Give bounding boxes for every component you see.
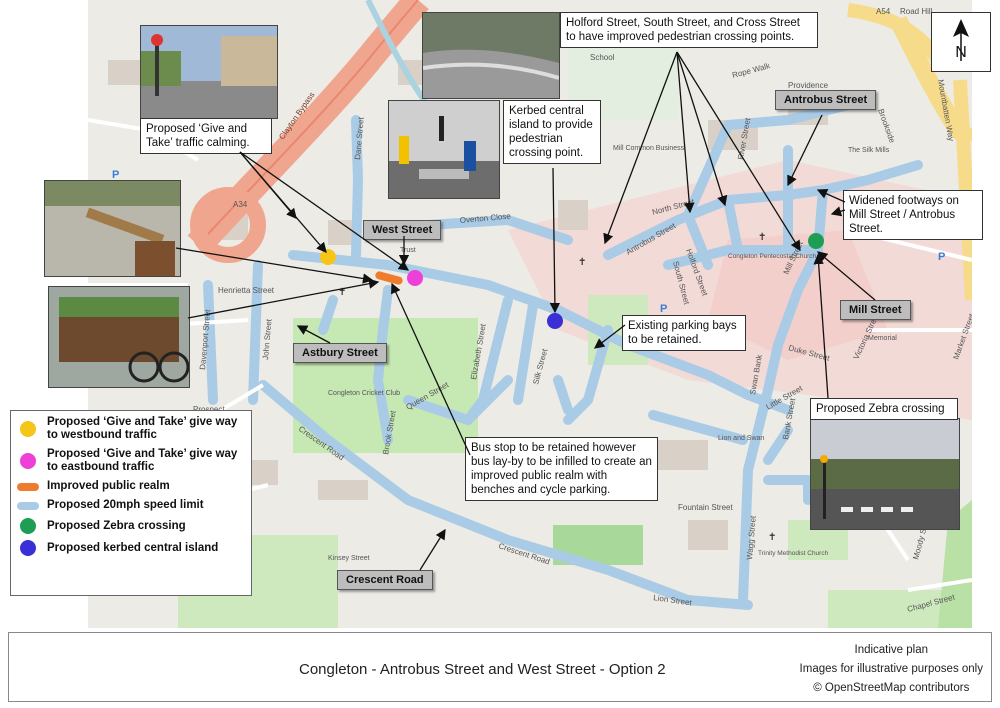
church-icon: ✝ [578,257,586,268]
legend-dot-icon [20,453,36,469]
photo-island-scene [389,101,499,198]
label-mill-street: Mill Street [840,300,911,320]
label-lion-swan: Lion and Swan [718,435,764,442]
label-a34: A34 [233,200,248,209]
callout-central-island-text: Kerbed central island to provide pedestr… [509,105,593,159]
legend-item: Improved public realm [17,480,245,493]
page-title: Congleton - Antrobus Street and West Str… [299,661,666,678]
label-mill-common: Mill Common Business [613,145,685,152]
photo-bench-scene [45,181,180,276]
zebra-crossing-marker [808,233,824,249]
legend-item: Proposed Zebra crossing [17,518,245,534]
label-john-street: John Street [261,318,274,360]
label-school: School [590,53,615,62]
legend-bar-icon [17,501,39,510]
photo-zebra-crossing [810,418,960,530]
legend-dot-icon [20,421,36,437]
label-cricket: Congleton Cricket Club [328,390,400,397]
photo-benches [44,180,181,277]
legend: Proposed ‘Give and Take’ give way to wes… [10,410,252,596]
legend-label: Proposed ‘Give and Take’ give way to eas… [47,448,238,473]
photo-street-scene [141,26,277,118]
north-arrow-icon: N [953,19,969,61]
church-icon: ✝ [338,287,346,298]
callout-parking-text: Existing parking bays to be retained. [628,320,737,346]
label-kinsey-street: Kinsey Street [328,555,370,562]
legend-bar-icon [17,482,39,491]
legend-item: Proposed ‘Give and Take’ give way to eas… [17,448,245,474]
give-take-eastbound-marker [407,270,423,286]
photo-cycle-scene [49,287,189,387]
callout-crossing-points: Holford Street, South Street, and Cross … [560,12,818,48]
label-trinity: Trinity Methodist Church [758,550,829,557]
label-silk-mills: The Silk Mills [848,147,890,154]
label-fountain: Fountain Street [678,503,733,512]
legend-swatch [17,540,39,556]
label-overton-close: Overton Close [459,212,511,225]
label-wagg: Wagg Street [745,515,758,561]
legend-swatch [17,453,39,469]
label-henrietta: Henrietta Street [218,286,275,295]
footer-note: Images for illustrative purposes only [799,663,983,675]
callout-footways-text: Widened footways on Mill Street / Antrob… [849,195,959,235]
parking-icon: P [938,251,945,263]
legend-label: Improved public realm [47,480,170,492]
legend-swatch [17,518,39,534]
callout-give-and-take-text: Proposed ‘Give and Take’ traffic calming… [146,123,250,149]
label-crescent-road: Crescent Road [337,570,433,590]
callout-give-and-take: Proposed ‘Give and Take’ traffic calming… [140,118,272,154]
legend-dot-icon [20,540,36,556]
label-dane-street: Dane Street [353,116,366,160]
callout-parking: Existing parking bays to be retained. [622,315,746,351]
parking-icon: P [112,169,119,181]
callout-central-island: Kerbed central island to provide pedestr… [503,100,601,164]
photo-cycle-parking [48,286,190,388]
photo-give-and-take [140,25,278,119]
label-west-street: West Street [363,220,442,240]
label-trust: Trust [400,247,416,254]
give-take-westbound-marker [320,249,336,265]
legend-swatch [17,501,39,510]
legend-label: Proposed 20mph speed limit [47,499,204,511]
church-icon: ✝ [768,532,776,543]
label-antrobus-street: Antrobus Street [775,90,877,110]
north-arrow: N [931,12,991,72]
photo-curb [422,12,560,99]
kerbed-island-marker [547,313,563,329]
legend-item: Proposed kerbed central island [17,540,245,556]
legend-dot-icon [20,518,36,534]
footer-note: © OpenStreetMap contributors [813,682,970,694]
legend-label: Proposed Zebra crossing [47,519,186,532]
legend-item: Proposed ‘Give and Take’ give way to wes… [17,416,245,442]
parking-icon: P [660,303,667,315]
label-prospect: Prospect [193,405,225,414]
legend-label: Proposed ‘Give and Take’ give way to wes… [47,416,238,441]
callout-crossing-points-text: Holford Street, South Street, and Cross … [566,17,800,43]
legend-swatch [17,482,39,491]
footer: Congleton - Antrobus Street and West Str… [8,632,992,702]
label-providence: Providence [788,81,829,90]
footer-notes: Indicative plan Images for illustrative … [800,641,983,698]
callout-bus-stop-text: Bus stop to be retained however bus lay-… [471,442,652,496]
legend-item: Proposed 20mph speed limit [17,499,245,512]
label-pentecostal: Congleton Pentecostal Church [728,253,817,260]
north-letter: N [955,44,967,61]
church-icon: ✝ [758,232,766,243]
label-astbury-street: Astbury Street [293,343,387,363]
photo-curb-scene [423,13,559,98]
label-memorial: Memorial [868,335,897,342]
callout-zebra-text: Proposed Zebra crossing [816,403,945,415]
callout-bus-stop: Bus stop to be retained however bus lay-… [465,437,658,501]
label-a54: A54 [876,7,891,16]
callout-zebra: Proposed Zebra crossing [810,398,958,420]
callout-footways: Widened footways on Mill Street / Antrob… [843,190,983,240]
label-road-hill: Road Hill [900,7,933,16]
photo-central-island [388,100,500,199]
legend-label: Proposed kerbed central island [47,541,219,554]
public-realm-marker [375,271,403,285]
photo-zebra-scene [811,419,959,529]
footer-note: Indicative plan [854,644,929,656]
legend-swatch [17,421,39,437]
